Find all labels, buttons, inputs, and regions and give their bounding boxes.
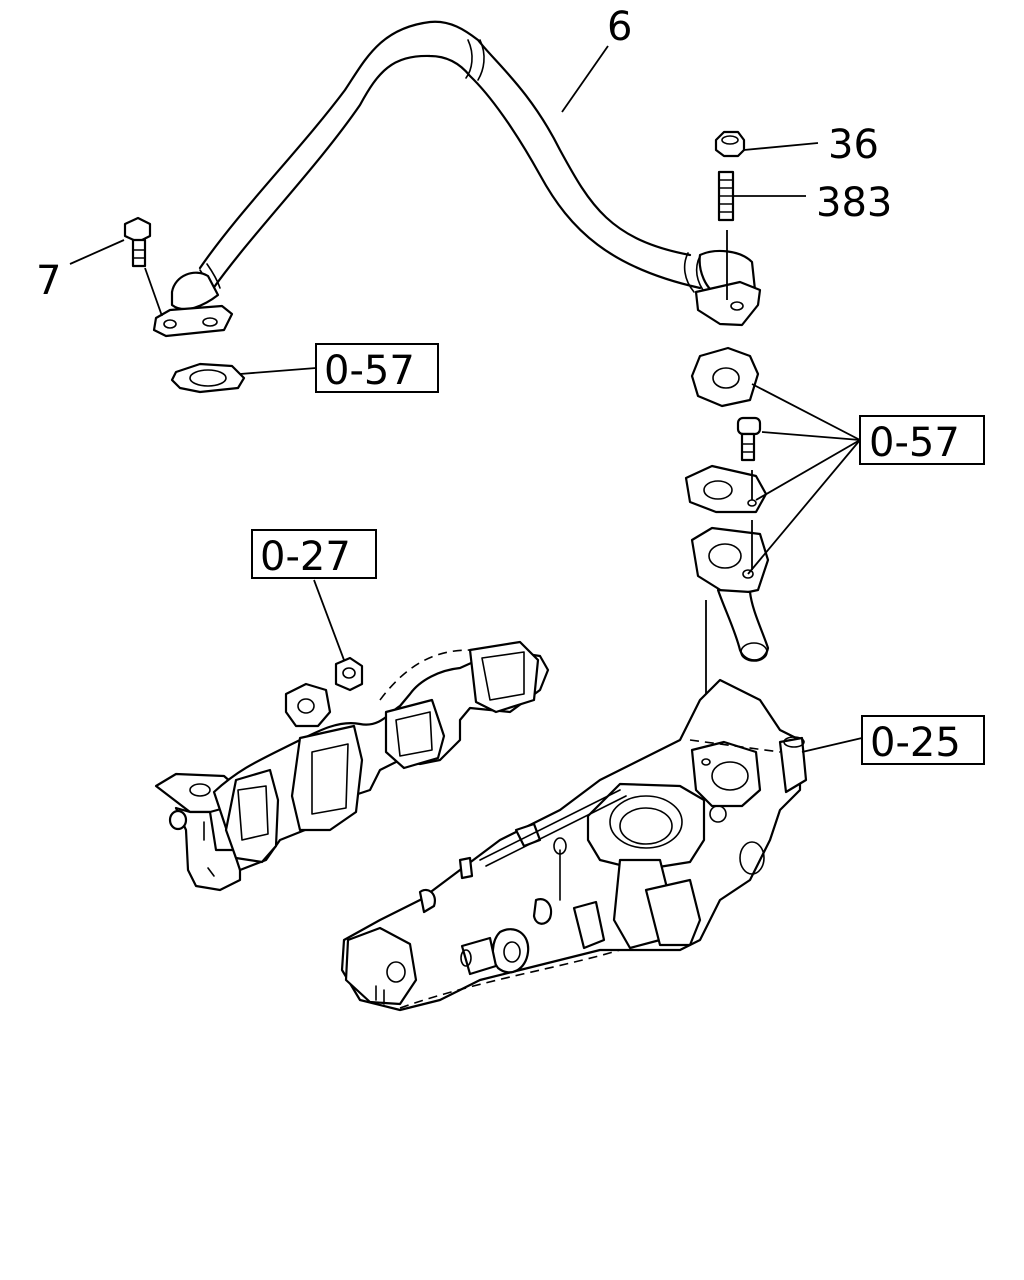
gasket-right-upper xyxy=(690,346,760,408)
ref-box-gasket-left: 0-57 xyxy=(315,343,439,394)
hose-left-flange xyxy=(152,271,234,338)
callout-bolt: 7 xyxy=(36,258,61,304)
nut-36 xyxy=(714,130,746,158)
callout-nut: 36 xyxy=(828,122,879,168)
ref-box-gasket-right: 0-57 xyxy=(859,415,985,466)
stud-383 xyxy=(717,170,735,300)
gasket-right-mid xyxy=(684,464,768,514)
bolt-7 xyxy=(123,216,163,317)
ref-box-intake-manifold: 0-25 xyxy=(861,715,985,766)
leader-lines xyxy=(69,45,863,753)
ref-box-exhaust-manifold: 0-27 xyxy=(251,529,377,580)
water-hose xyxy=(198,20,707,295)
callout-hose: 6 xyxy=(607,4,632,50)
ref-label-intake-manifold: 0-25 xyxy=(870,720,961,766)
callout-stud: 383 xyxy=(816,180,892,226)
hose-right-flange xyxy=(694,249,762,327)
gasket-left xyxy=(170,362,246,394)
intake-manifold xyxy=(340,678,808,1012)
ref-label-gasket-left: 0-57 xyxy=(324,348,415,394)
ref-label-exhaust-manifold: 0-27 xyxy=(260,534,351,580)
small-bolt xyxy=(736,416,762,462)
ref-label-gasket-right: 0-57 xyxy=(869,420,960,466)
exhaust-manifold xyxy=(154,640,550,892)
water-outlet-pipe xyxy=(690,520,770,760)
